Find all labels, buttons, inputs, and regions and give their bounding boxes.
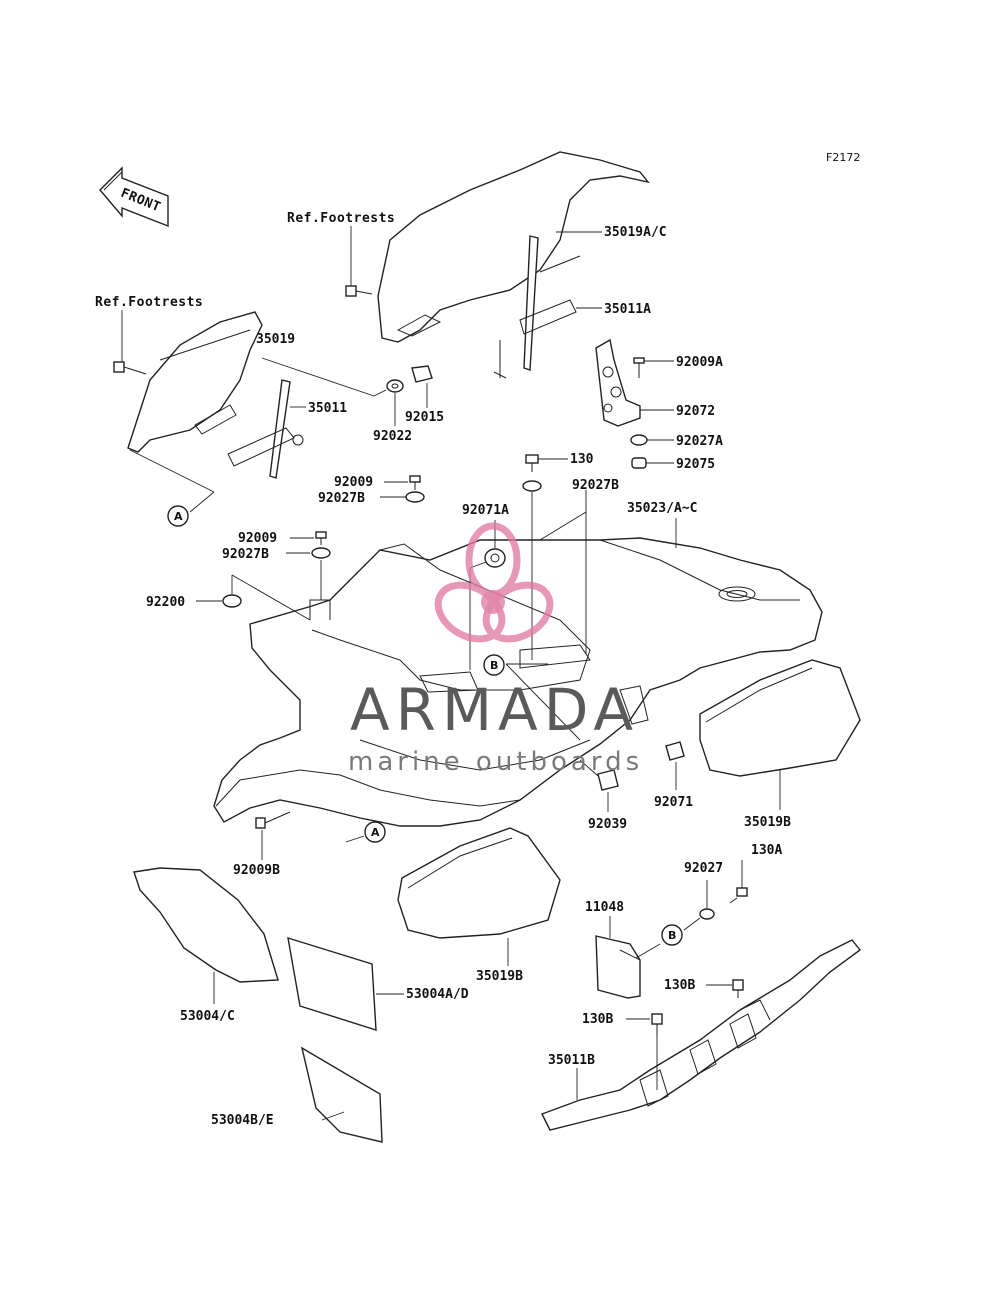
part-label: 35023/A~C — [627, 501, 697, 516]
part-label: 35011B — [548, 1053, 595, 1068]
screw-92009b — [255, 811, 291, 829]
washer-92027a — [630, 434, 648, 446]
part-label: 92071A — [462, 503, 509, 518]
screw-92009 — [409, 475, 421, 490]
washer-92027b — [311, 547, 331, 559]
svg-text:A: A — [174, 510, 183, 523]
part-label: 92027A — [676, 434, 723, 449]
grommet-92071a — [484, 548, 506, 568]
part-label: 92027B — [222, 547, 269, 562]
decal-53004ad — [287, 936, 377, 1031]
part-label: 92075 — [676, 457, 715, 472]
screw-92009 — [315, 531, 327, 545]
part-label: 35019A/C — [604, 225, 667, 240]
part-label: 92071 — [654, 795, 693, 810]
watermark-brand: ARMADA — [350, 676, 639, 744]
bolt-icon — [345, 285, 373, 297]
part-label: 92072 — [676, 404, 715, 419]
watermark-logo — [434, 522, 554, 643]
bracket-35011 — [227, 379, 304, 479]
mud-flap-right — [699, 659, 861, 777]
decal-53004c — [133, 867, 279, 983]
washer-92027 — [699, 908, 715, 920]
callout-b-lower: B — [661, 924, 683, 946]
grommet-92075 — [631, 457, 647, 469]
part-label: 92009A — [676, 355, 723, 370]
bracket-35011a — [493, 235, 577, 379]
part-label: 130B — [582, 1012, 613, 1027]
decal-53004be — [300, 1046, 383, 1143]
part-label: 92009B — [233, 863, 280, 878]
part-label: 130 — [570, 452, 594, 467]
bolt-130 — [525, 454, 539, 472]
callout-b-center: B — [483, 654, 505, 676]
callout-a-lower: A — [364, 821, 386, 843]
rear-fender-main — [213, 537, 823, 827]
grommet-92015 — [411, 365, 433, 383]
grommet-92071 — [665, 741, 685, 761]
bolt-130b — [732, 979, 744, 998]
screw-92009a — [633, 357, 645, 378]
front-arrow-icon: FRONT — [99, 166, 169, 228]
part-label: 92009 — [238, 531, 277, 546]
diagram-code: F2172 — [826, 151, 860, 164]
rear-fender-panel-upper — [377, 151, 650, 343]
part-label: 35011A — [604, 302, 651, 317]
part-label: 35019B — [744, 815, 791, 830]
part-label: 92200 — [146, 595, 185, 610]
stay-35011b — [541, 939, 862, 1131]
svg-text:B: B — [668, 929, 676, 942]
part-label: 53004/C — [180, 1009, 235, 1024]
washer-92027b — [522, 480, 542, 492]
callout-a-upper: A — [167, 505, 189, 527]
ref-footrests-top: Ref.Footrests — [287, 211, 395, 226]
ref-footrests-left: Ref.Footrests — [95, 295, 203, 310]
part-label: 92022 — [373, 429, 412, 444]
part-label: 11048 — [585, 900, 624, 915]
collar-92200 — [222, 594, 242, 608]
part-label: 130A — [751, 843, 782, 858]
part-label: 92027 — [684, 861, 723, 876]
part-label: 35011 — [308, 401, 347, 416]
svg-text:A: A — [371, 826, 380, 839]
part-label: 35019 — [256, 332, 295, 347]
bracket-92072 — [595, 338, 641, 427]
part-label: 130B — [664, 978, 695, 993]
part-label: 92027B — [572, 478, 619, 493]
watermark-tagline: marine outboards — [348, 747, 643, 777]
washer-92022 — [386, 379, 404, 393]
part-label: 92015 — [405, 410, 444, 425]
part-label: 92027B — [318, 491, 365, 506]
part-label: 53004A/D — [406, 987, 469, 1002]
bracket-11048 — [595, 935, 641, 999]
part-label: 35019B — [476, 969, 523, 984]
svg-text:B: B — [490, 659, 498, 672]
leader-lines — [121, 226, 781, 1121]
mud-flap-left — [397, 827, 561, 939]
side-fender-panel-left — [127, 311, 263, 453]
part-label: 53004B/E — [211, 1113, 274, 1128]
bolt-icon — [113, 361, 147, 375]
bolt-130b — [651, 1013, 663, 1036]
washer-92027b — [405, 491, 425, 503]
clip-92039 — [597, 769, 619, 791]
part-label: 92009 — [334, 475, 373, 490]
bolt-130a — [729, 887, 748, 904]
part-label: 92039 — [588, 817, 627, 832]
